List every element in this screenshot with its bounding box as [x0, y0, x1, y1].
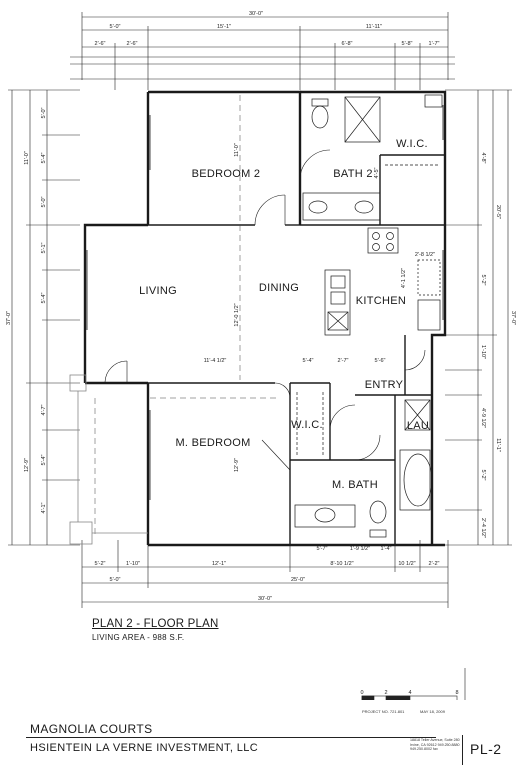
- dim-inner-bath: 4'-5": [374, 167, 380, 178]
- floor-plan-drawing: 30'-0" 5'-0" 15'-1" 11'-11" 2'-6" 2'-6" …: [6, 11, 516, 700]
- dim-left-overall: 37'-0": [6, 311, 12, 325]
- dim-bottom-left: 5'-0": [110, 577, 121, 583]
- dim-top-sub4: 5'-8": [402, 41, 413, 47]
- room-dining: DINING: [259, 282, 299, 294]
- room-kitchen: KITCHEN: [356, 295, 406, 307]
- dim-right-overall: 37'-0": [510, 311, 516, 325]
- dim-left-l8: 4'-1": [41, 502, 47, 513]
- dim-right-r2: 5'-2": [480, 275, 486, 286]
- dim-top-left: 5'-0": [110, 24, 121, 30]
- bottom-dimensions: [81, 540, 449, 608]
- dim-bottom-e: 1'-9 1/2": [350, 546, 370, 552]
- dim-inner-hall: 11'-4 1/2": [204, 358, 227, 364]
- dim-left-l5: 5'-4": [41, 292, 47, 303]
- dim-top-right: 11'-11": [366, 24, 382, 30]
- dim-bottom-d: 5'-7": [317, 546, 328, 552]
- dim-bottom-overall: 30'-0": [258, 596, 272, 602]
- dim-left-l2: 5'-4": [41, 152, 47, 163]
- plan-title: PLAN 2 - FLOOR PLAN: [92, 618, 219, 630]
- sheet-box: [462, 735, 521, 765]
- room-laundry: LAU: [407, 420, 429, 432]
- project-number: PROJECT NO. 721.801: [362, 709, 405, 714]
- dim-left-l3: 5'-0": [41, 196, 47, 207]
- dim-bottom-mid: 25'-0": [291, 577, 305, 583]
- plan-title-block: PLAN 2 - FLOOR PLAN LIVING AREA - 988 S.…: [92, 618, 219, 642]
- dim-inner-k2: 4'-1 1/2": [401, 268, 407, 288]
- dim-bottom-c: 12'-1": [212, 561, 226, 567]
- dim-inner-27: 2'-7": [338, 358, 349, 364]
- dim-bottom-b: 1'-10": [126, 561, 140, 567]
- dim-left-l1: 5'-0": [41, 107, 47, 118]
- dim-bottom-f: 1'-4": [381, 546, 392, 552]
- room-m-bedroom: M. BEDROOM: [175, 437, 250, 449]
- walls: [83, 90, 447, 547]
- dim-top-overall: 30'-0": [249, 11, 263, 17]
- dim-inner-living: 12'-0 1/2": [234, 303, 240, 326]
- dim-right-r3: 4'-9 1/2": [480, 408, 486, 428]
- scale-label-8: 8: [455, 690, 458, 696]
- dim-left-l6: 4'-7": [41, 404, 47, 415]
- living-area: LIVING AREA - 988 S.F.: [92, 633, 185, 642]
- dim-bottom-i: 2'-2": [429, 561, 440, 567]
- sheet-number: PL-2: [470, 741, 502, 757]
- dim-top-sub5: 1'-7": [429, 41, 440, 47]
- patio-outline: [69, 374, 148, 545]
- dim-left-l4: 5'-1": [41, 242, 47, 253]
- footer-divider: [26, 737, 436, 738]
- dim-left-low: 12'-9": [24, 458, 30, 472]
- room-bath-2: BATH 2: [333, 168, 373, 180]
- dim-top-sub3: 6'-8": [342, 41, 353, 47]
- room-living: LIVING: [139, 285, 177, 297]
- project-name: MAGNOLIA COURTS: [30, 722, 153, 736]
- dim-right-r5: 2'-4 1/2": [480, 518, 486, 538]
- dim-bottom-g: 8'-10 1/2": [330, 561, 353, 567]
- dim-left-top: 11'-0": [24, 151, 30, 165]
- dim-inner-mbed: 12'-9": [234, 458, 240, 472]
- scale-bar: [361, 668, 466, 700]
- owner-name: HSIENTEIN LA VERNE INVESTMENT, LLC: [30, 742, 259, 754]
- side-dimensions: [8, 89, 512, 546]
- dim-top-sub2: 2'-6": [127, 41, 138, 47]
- room-m-bath: M. BATH: [332, 479, 378, 491]
- dim-right-r1: 4'-8": [480, 153, 486, 164]
- dim-top-mid: 15'-1": [217, 24, 231, 30]
- room-entry: ENTRY: [365, 379, 404, 391]
- project-date: MAY 18, 2009: [420, 709, 445, 714]
- dim-right-lower: 11'-1": [495, 438, 501, 452]
- fixtures: [294, 94, 443, 538]
- dim-bottom-h: 10 1/2": [398, 561, 415, 567]
- dim-bottom-a: 5'-2": [95, 561, 106, 567]
- scale-label-4: 4: [408, 690, 411, 696]
- dim-top-sub1: 2'-6": [95, 41, 106, 47]
- room-wic-upper: W.I.C.: [396, 138, 428, 150]
- ceiling-lines: [94, 95, 280, 535]
- dim-right-upper: 20'-5": [495, 205, 501, 219]
- top-dimensions: [70, 12, 455, 90]
- dim-inner-52: 5'-4": [303, 358, 314, 364]
- dim-inner-k1: 2'-8 1/2": [415, 252, 435, 258]
- dim-inner-56: 5'-6": [375, 358, 386, 364]
- dim-inner-bed2: 11'-0": [234, 143, 240, 157]
- room-bedroom-2: BEDROOM 2: [192, 168, 261, 180]
- scale-label-2: 2: [384, 690, 387, 696]
- dim-right-r4: 5'-2": [480, 470, 486, 481]
- firm-address: 18818 Teller Avenue, Suite 280 Irvine, C…: [410, 738, 460, 752]
- scale-label-0: 0: [360, 690, 363, 696]
- dim-left-l7: 5'-4": [41, 454, 47, 465]
- dim-right-r6: 1'-10": [480, 345, 486, 359]
- room-wic-lower: W.I.C.: [291, 419, 323, 431]
